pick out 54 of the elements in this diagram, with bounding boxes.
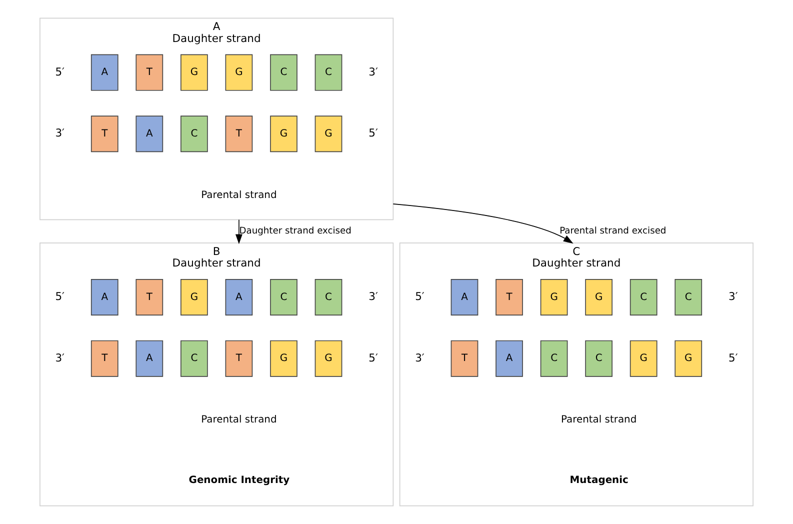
label: 5′ xyxy=(728,351,738,364)
node-box: A xyxy=(225,279,253,316)
label: 5′ xyxy=(55,290,64,304)
label: 3′ xyxy=(55,126,64,140)
node-box: C xyxy=(540,340,568,377)
node-box: G xyxy=(585,279,612,316)
node-box: C xyxy=(270,279,298,316)
node-box: A xyxy=(90,279,118,316)
node-box: A xyxy=(450,279,478,316)
node-label: Mutagenic xyxy=(570,475,628,486)
node-box: G xyxy=(540,279,568,316)
label: 5′ xyxy=(55,65,64,78)
node-box: C xyxy=(314,54,342,91)
node-box: A xyxy=(136,340,164,377)
label: 5′ xyxy=(415,290,424,304)
node-box: G xyxy=(270,340,298,377)
label: 5′ xyxy=(368,126,378,140)
node-label: Genomic Integrity xyxy=(188,475,290,486)
node-box: C xyxy=(180,116,208,152)
node-box: G xyxy=(270,116,298,152)
node-box: T xyxy=(225,340,253,377)
edge-label: Daughter strand excised xyxy=(239,226,352,237)
node-box: T xyxy=(225,116,253,152)
node-box: T xyxy=(90,116,118,152)
node-box: C xyxy=(674,279,702,316)
node-box: C xyxy=(270,54,298,91)
label: 3′ xyxy=(368,290,378,304)
node-box: A xyxy=(136,116,164,152)
label: 3′ xyxy=(368,65,378,78)
edge-label: Parental strand excised xyxy=(560,226,666,237)
node-box: C xyxy=(585,340,612,377)
node-box: A xyxy=(496,340,523,377)
label: 3′ xyxy=(415,351,424,364)
label: 3′ xyxy=(55,351,64,364)
node-box: G xyxy=(630,340,658,377)
label: 5′ xyxy=(368,351,378,364)
node-box: T xyxy=(496,279,523,316)
node-box: T xyxy=(136,279,164,316)
node-box: G xyxy=(314,340,342,377)
node-box: G xyxy=(180,279,208,316)
node-box: T xyxy=(450,340,478,377)
node-box: C xyxy=(314,279,342,316)
node-box: T xyxy=(136,54,164,91)
node-box: C xyxy=(180,340,208,377)
node-box: A xyxy=(90,54,118,91)
node-box: T xyxy=(90,340,118,377)
node-box: C xyxy=(630,279,658,316)
label: 3′ xyxy=(728,290,738,304)
node-box: G xyxy=(674,340,702,377)
node-box: G xyxy=(314,116,342,152)
arrow xyxy=(392,204,574,244)
node-box: G xyxy=(225,54,253,91)
arrow xyxy=(235,219,242,244)
node-box: G xyxy=(180,54,208,91)
